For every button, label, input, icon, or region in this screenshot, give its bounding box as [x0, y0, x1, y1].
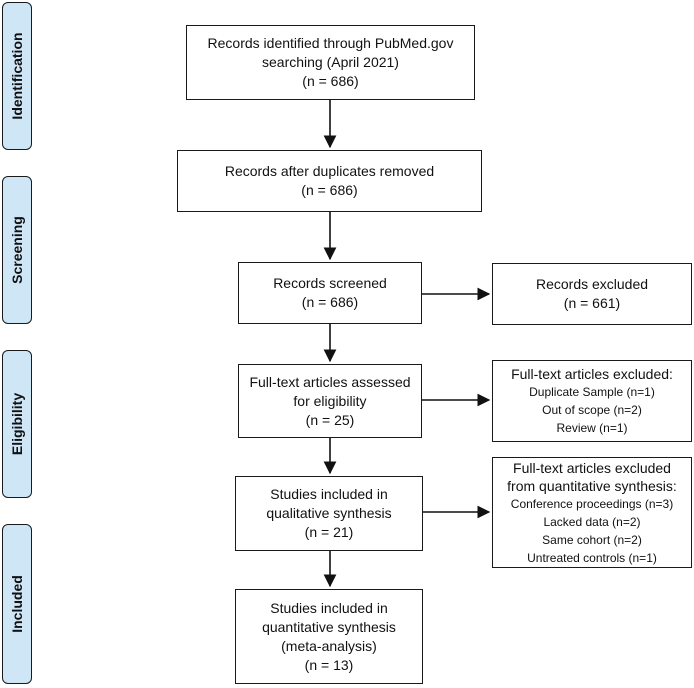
qualitative-line-1: Studies included in [270, 486, 388, 502]
box-records-screened: Records screened (n = 686) [238, 262, 422, 324]
fulltext-excluded-heading: Full-text articles excluded: [511, 366, 673, 382]
quant-excluded-reason-4: Untreated controls (n=1) [527, 550, 657, 565]
quant-excluded-heading-1: Full-text articles excluded [513, 459, 671, 476]
screened-line-1: Records screened [273, 275, 387, 291]
duplicates-line-1: Records after duplicates removed [224, 163, 435, 179]
fulltext-excluded-reason-2: Out of scope (n=2) [542, 403, 642, 417]
quant-excluded-heading-2: from quantitative synthesis: [507, 477, 677, 494]
quantitative-count: (n = 13) [304, 656, 354, 673]
fulltext-excluded-reason-1: Duplicate Sample (n=1) [529, 385, 655, 399]
qualitative-line-2: qualitative synthesis [266, 505, 392, 521]
identified-count: (n = 686) [302, 73, 359, 89]
qualitative-count: (n = 21) [304, 524, 354, 540]
phase-screening: Screening [2, 176, 32, 324]
identified-line-2: searching (April 2021) [262, 54, 399, 70]
quant-excluded-reason-2: Lacked data (n=2) [543, 514, 641, 529]
box-records-excluded: Records excluded (n = 661) [492, 263, 692, 325]
fulltext-line-2: for eligibility [293, 392, 367, 409]
fulltext-count: (n = 25) [305, 411, 355, 428]
identified-line-1: Records identified through PubMed.gov [207, 35, 454, 51]
quant-excluded-reason-1: Conference proceedings (n=3) [510, 496, 674, 511]
excluded-count: (n = 661) [563, 295, 621, 311]
quant-excluded-reason-3: Same cohort (n=2) [542, 532, 642, 547]
quantitative-line-1: Studies included in [270, 599, 388, 616]
box-qualitative-synthesis: Studies included in qualitative synthesi… [235, 476, 423, 551]
phase-included: Included [2, 524, 32, 684]
quantitative-line-3: (meta-analysis) [281, 637, 377, 654]
excluded-line-1: Records excluded [535, 276, 649, 292]
fulltext-excluded-reason-3: Review (n=1) [556, 421, 628, 435]
screened-count: (n = 686) [301, 294, 359, 310]
phase-identification: Identification [2, 2, 32, 150]
box-fulltext-assessed: Full-text articles assessed for eligibil… [238, 364, 422, 438]
box-duplicates-removed: Records after duplicates removed (n = 68… [177, 150, 482, 212]
box-quantitative-excluded: Full-text articles excluded from quantit… [492, 457, 692, 568]
duplicates-count: (n = 686) [301, 182, 358, 198]
box-quantitative-synthesis: Studies included in quantitative synthes… [235, 589, 423, 684]
fulltext-line-1: Full-text articles assessed [249, 373, 411, 390]
phase-eligibility: Eligibility [2, 350, 32, 498]
box-records-identified: Records identified through PubMed.gov se… [186, 25, 475, 100]
box-fulltext-excluded: Full-text articles excluded: Duplicate S… [492, 360, 692, 442]
quantitative-line-2: quantitative synthesis [262, 618, 396, 635]
